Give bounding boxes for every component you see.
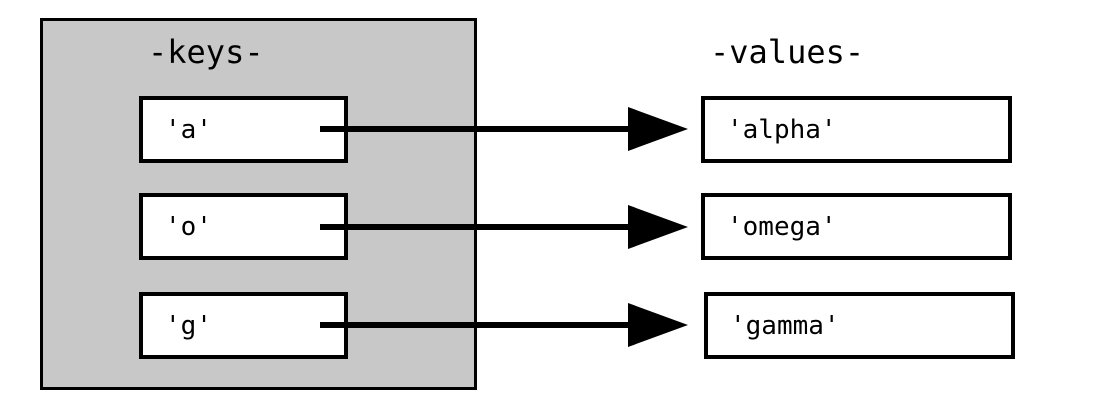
value-label-alpha: 'alpha' xyxy=(727,114,837,145)
values-heading: -values- xyxy=(710,33,865,71)
value-box-gamma: 'gamma' xyxy=(704,292,1015,359)
key-box-g: 'g' xyxy=(139,292,348,359)
value-label-gamma: 'gamma' xyxy=(730,310,840,341)
arrow-o-to-omega xyxy=(320,205,688,249)
key-label-a: 'a' xyxy=(165,114,212,145)
arrow-g-to-gamma xyxy=(320,303,688,347)
value-label-omega: 'omega' xyxy=(727,211,837,242)
keys-heading: -keys- xyxy=(148,33,264,71)
value-box-omega: 'omega' xyxy=(701,193,1012,260)
key-label-g: 'g' xyxy=(165,310,212,341)
key-box-o: 'o' xyxy=(139,193,348,260)
arrow-a-to-alpha xyxy=(320,107,688,151)
key-label-o: 'o' xyxy=(165,211,212,242)
value-box-alpha: 'alpha' xyxy=(701,96,1012,163)
